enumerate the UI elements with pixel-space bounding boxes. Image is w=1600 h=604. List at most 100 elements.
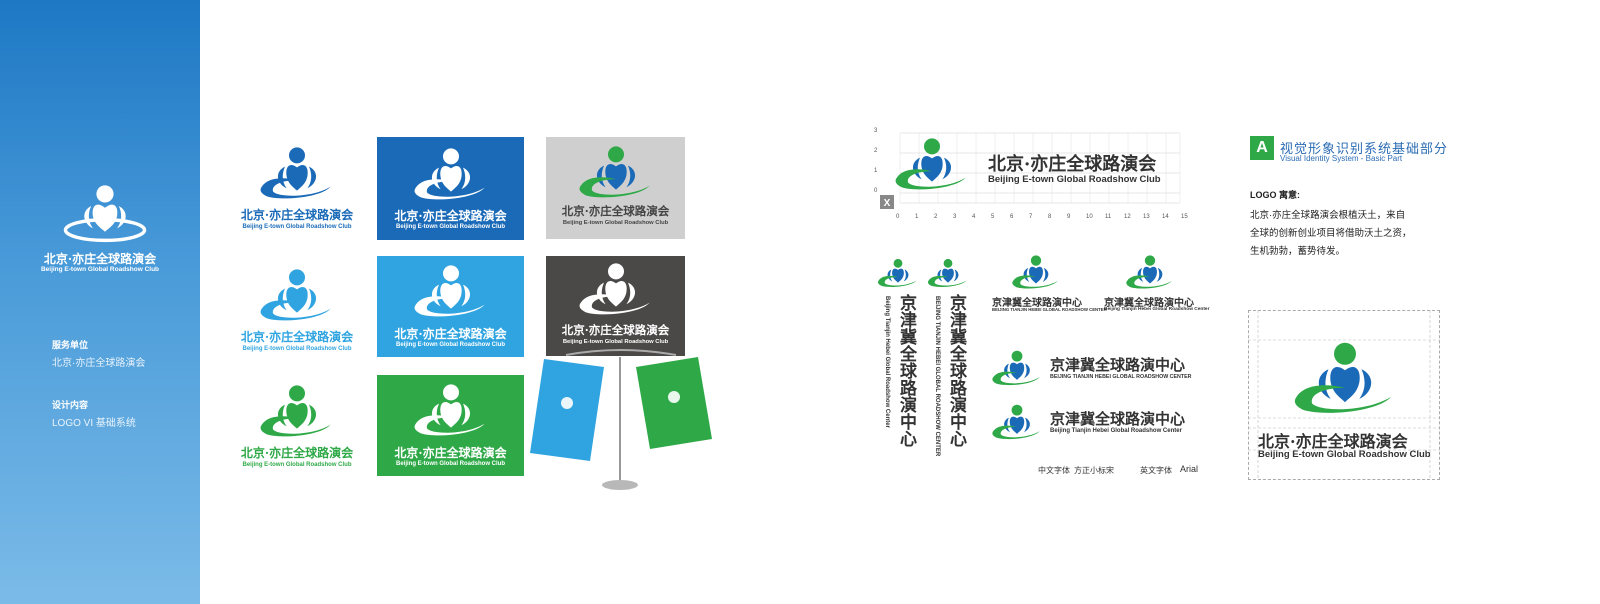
logo-name-en: Beijing E-town Global Roadshow Club	[396, 342, 505, 348]
alt-logo-cn: 京津冀全球路演中心	[992, 298, 1082, 309]
alt-logo-en-upper-vertical: BEIJING TIANJIN HEBEI GLOBAL ROADSHOW CE…	[934, 296, 940, 457]
logo-name-cn: 北京·亦庄全球路演会	[240, 330, 354, 344]
x-tick: 14	[1162, 214, 1169, 220]
section-title: 视觉形象识别系统基础部分	[1280, 141, 1449, 156]
font-en-value: Arial	[1180, 464, 1199, 474]
logo-name-cn: 北京·亦庄全球路演会	[561, 323, 670, 337]
y-tick: 1	[874, 168, 878, 174]
spec-logo-mark-icon	[1290, 338, 1400, 418]
grid-logo-mark-icon	[892, 133, 972, 195]
spec-logo-cn: 北京·亦庄全球路演会	[1258, 432, 1408, 451]
logo-spec-guides	[1248, 310, 1440, 480]
alt-logo-en: Beijing Tianjin Hebei Global Roadshow Ce…	[1104, 307, 1210, 312]
logo-mark-icon	[411, 262, 491, 320]
alt-logo-en: Beijing Tianjin Hebei Global Roadshow Ce…	[1050, 428, 1182, 434]
sidebar-brand-cn: 北京·亦庄全球路演会	[43, 252, 157, 266]
alt-logo-mark-icon	[1124, 253, 1176, 291]
design-label: 设计内容	[52, 400, 89, 410]
alt-logo-cn-vertical: 京津冀全球路演中心	[946, 294, 966, 447]
alt-logo-cn: 京津冀全球路演中心	[1050, 356, 1186, 374]
logo-spec-box	[1248, 310, 1440, 480]
logo-name-cn: 北京·亦庄全球路演会	[240, 446, 354, 460]
meaning-line: 生机勃勃，蓄势待发。	[1250, 246, 1346, 257]
logo-tile-lightblue-white: 北京·亦庄全球路演会 Beijing E-town Global Roadsho…	[232, 262, 362, 362]
x-tick: 8	[1048, 214, 1052, 220]
desk-flags-illustration	[530, 349, 712, 490]
logo-mark-icon	[257, 382, 337, 440]
x-tick: 1	[915, 214, 919, 220]
logo-mark-icon	[257, 266, 337, 324]
logo-name-cn: 北京·亦庄全球路演会	[240, 208, 354, 222]
logo-mark-icon	[411, 381, 491, 439]
x-tick: 13	[1143, 214, 1150, 220]
alt-logo-mark-icon	[1010, 253, 1062, 291]
logo-tile-blue-white: 北京·亦庄全球路演会 Beijing E-town Global Roadsho…	[232, 140, 362, 240]
x-tick: 10	[1086, 214, 1093, 220]
alt-logo-en-upper: BEIJING TIANJIN HEBEI GLOBAL ROADSHOW CE…	[1050, 374, 1192, 380]
font-cn-value: 方正小标宋	[1074, 466, 1114, 475]
grid-logo-cn: 北京·亦庄全球路演会	[988, 154, 1157, 175]
grid-y-ticks: 3 2 1 0	[874, 128, 882, 208]
service-label: 服务单位	[52, 340, 89, 350]
logo-grid-diagram	[880, 132, 1181, 209]
alt-logo-mark-icon	[926, 256, 970, 290]
logo-mark-icon	[576, 143, 656, 201]
spec-logo-en: Beijing E-town Global Roadshow Club	[1258, 449, 1431, 460]
x-tick: 2	[934, 214, 938, 220]
x-tick: 6	[1010, 214, 1014, 220]
y-tick: 0	[874, 188, 878, 194]
x-tick: 3	[953, 214, 957, 220]
x-tick: 0	[896, 214, 900, 220]
logo-name-en: Beijing E-town Global Roadshow Club	[242, 346, 352, 352]
alt-logo-cn-vertical: 京津冀全球路演中心	[896, 294, 916, 447]
logo-tile-green-bg: 北京·亦庄全球路演会 Beijing E-town Global Roadsho…	[377, 375, 524, 476]
service-value: 北京·亦庄全球路演会	[52, 358, 146, 369]
design-value: LOGO VI 基础系统	[52, 418, 136, 429]
logo-name-en: Beijing E-town Global Roadshow Club	[242, 462, 352, 468]
logo-tile-gray-bg: 北京·亦庄全球路演会 Beijing E-town Global Roadsho…	[546, 137, 685, 239]
logo-tile-lightblue-bg: 北京·亦庄全球路演会 Beijing E-town Global Roadsho…	[377, 256, 524, 357]
logo-mark-icon	[257, 144, 337, 202]
section-subtitle: Visual Identity System - Basic Part	[1280, 154, 1403, 163]
x-tick: 5	[991, 214, 995, 220]
logo-name-cn: 北京·亦庄全球路演会	[394, 209, 507, 223]
alt-logo-mark-icon	[990, 402, 1044, 442]
alt-logo-mark-icon	[876, 256, 920, 290]
meaning-line: 北京·亦庄全球路演会根植沃土，来自	[1250, 210, 1406, 221]
y-tick: 3	[874, 128, 878, 134]
brand-logo-icon	[63, 185, 147, 243]
sidebar: 北京·亦庄全球路演会 Beijing E-town Global Roadsho…	[0, 0, 200, 604]
x-tick: 11	[1105, 214, 1112, 220]
meaning-title: LOGO 寓意:	[1250, 190, 1300, 200]
logo-name-cn: 北京·亦庄全球路演会	[394, 446, 507, 460]
logo-name-cn: 北京·亦庄全球路演会	[394, 327, 507, 341]
x-tick: 7	[1029, 214, 1033, 220]
section-badge: A	[1250, 136, 1274, 160]
logo-tile-blue-bg: 北京·亦庄全球路演会 Beijing E-town Global Roadsho…	[377, 137, 524, 240]
logo-tile-charcoal-bg: 北京·亦庄全球路演会 Beijing E-town Global Roadsho…	[546, 256, 685, 356]
grid-x-label: X	[883, 198, 891, 209]
logo-tile-green-white: 北京·亦庄全球路演会 Beijing E-town Global Roadsho…	[232, 382, 362, 482]
logo-name-en: Beijing E-town Global Roadshow Club	[562, 220, 669, 226]
alt-logo-mark-icon	[990, 348, 1044, 388]
font-en-label: 英文字体	[1140, 466, 1172, 475]
alt-logo-en-upper: BEIJING TIANJIN HEBEI GLOBAL ROADSHOW CE…	[992, 307, 1107, 312]
alt-logo-en-vertical: Beijing Tianjin Hebei Global Roadshow Ce…	[884, 296, 890, 428]
logo-name-en: Beijing E-town Global Roadshow Club	[396, 461, 505, 467]
logo-name-en: Beijing E-town Global Roadshow Club	[242, 224, 352, 230]
logo-name-en: Beijing E-town Global Roadshow Club	[562, 339, 669, 345]
meaning-line: 全球的创新创业项目将借助沃土之资，	[1250, 228, 1412, 239]
sidebar-brand-en: Beijing E-town Global Roadshow Club	[40, 266, 160, 273]
alt-logo-cn: 京津冀全球路演中心	[1050, 410, 1186, 428]
y-tick: 2	[874, 148, 878, 154]
logo-name-en: Beijing E-town Global Roadshow Club	[396, 224, 505, 230]
logo-mark-icon	[411, 145, 491, 203]
x-tick: 15	[1181, 214, 1188, 220]
x-tick: 12	[1124, 214, 1131, 220]
alt-logo-cn: 京津冀全球路演中心	[1104, 298, 1194, 309]
grid-x-ticks: 0 1 2 3 4 5 6 7 8 9 10 11 12 13 14 15	[896, 214, 1196, 220]
logo-name-cn: 北京·亦庄全球路演会	[561, 204, 670, 218]
font-cn-label: 中文字体	[1038, 466, 1070, 475]
grid-logo-en: Beijing E-town Global Roadshow Club	[988, 174, 1161, 185]
x-tick: 9	[1067, 214, 1071, 220]
